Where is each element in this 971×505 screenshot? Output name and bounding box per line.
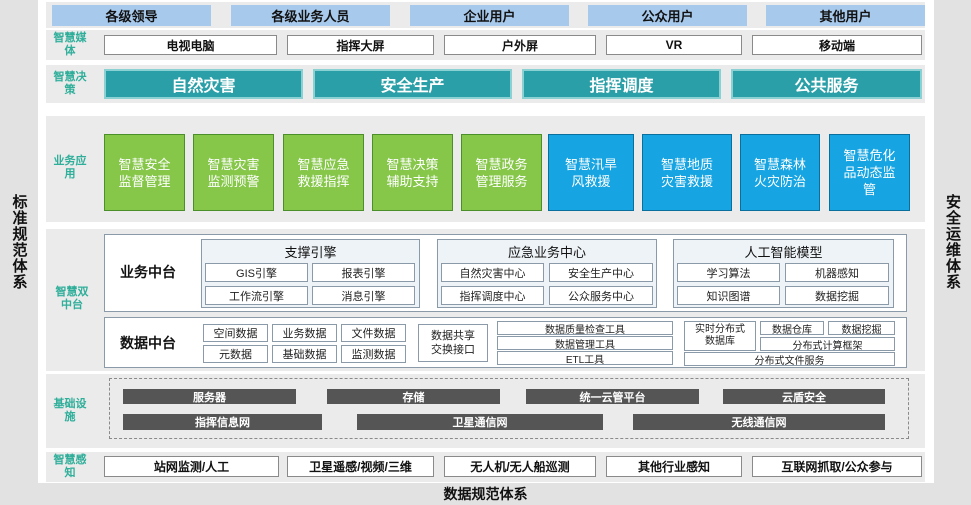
- monitoring-data[interactable]: 监测数据: [341, 345, 406, 363]
- basic-data[interactable]: 基础数据: [272, 345, 337, 363]
- app-disaster-warning[interactable]: 智慧灾害监测预警: [193, 134, 274, 211]
- public-service-center[interactable]: 公众服务中心: [549, 286, 653, 305]
- distributed-file-service[interactable]: 分布式文件服务: [684, 352, 895, 367]
- media-outdoor-screen[interactable]: 户外屏: [444, 35, 596, 55]
- learning-algorithm[interactable]: 学习算法: [677, 263, 780, 282]
- report-engine[interactable]: 报表引擎: [312, 263, 415, 282]
- app-decision-support[interactable]: 智慧决策辅助支持: [372, 134, 453, 211]
- perception-internet-public[interactable]: 互联网抓取/公众参与: [752, 456, 922, 477]
- infra-band: [46, 374, 925, 448]
- app-government-service[interactable]: 智慧政务管理服务: [461, 134, 542, 211]
- gis-engine[interactable]: GIS引擎: [205, 263, 308, 282]
- workflow-engine[interactable]: 工作流引擎: [205, 286, 308, 305]
- infra-dashed-frame: [109, 378, 909, 439]
- infra-wireless-network[interactable]: 无线通信网: [633, 414, 885, 430]
- user-other[interactable]: 其他用户: [766, 5, 925, 26]
- infra-label: 基础设施: [53, 398, 87, 423]
- user-staff[interactable]: 各级业务人员: [231, 5, 390, 26]
- machine-perception[interactable]: 机器感知: [785, 263, 889, 282]
- decision-command-dispatch[interactable]: 指挥调度: [522, 69, 721, 99]
- app-safety-supervision[interactable]: 智慧安全监督管理: [104, 134, 185, 211]
- natural-disaster-center[interactable]: 自然灾害中心: [441, 263, 544, 282]
- media-tv-pc[interactable]: 电视电脑: [104, 35, 277, 55]
- standards-system-side: 标准规范体系: [0, 0, 38, 483]
- app-forest-fire[interactable]: 智慧森林火灾防治: [740, 134, 820, 211]
- app-hazardous-chemicals[interactable]: 智慧危化品动态监管: [829, 134, 910, 211]
- data-standards-bar: 数据规范体系: [0, 483, 971, 505]
- infra-cloud-shield[interactable]: 云盾安全: [723, 389, 885, 404]
- emergency-center-title: 应急业务中心: [507, 244, 586, 260]
- security-ops-side: 安全运维体系: [934, 0, 971, 483]
- media-vr[interactable]: VR: [606, 35, 742, 55]
- media-label: 智慧媒体: [53, 32, 87, 57]
- infra-server[interactable]: 服务器: [123, 389, 296, 404]
- data-platform-title: 数据中台: [120, 335, 176, 351]
- dual-label: 智慧双中台: [55, 286, 89, 311]
- knowledge-graph[interactable]: 知识图谱: [677, 286, 780, 305]
- data-sharing-interface[interactable]: 数据共享交换接口: [418, 324, 488, 362]
- etl-tool[interactable]: ETL工具: [497, 351, 673, 366]
- media-mobile[interactable]: 移动端: [752, 35, 922, 55]
- app-flood-drought-rescue[interactable]: 智慧汛旱风救援: [548, 134, 634, 211]
- infra-storage[interactable]: 存储: [327, 389, 500, 404]
- decision-public-service[interactable]: 公共服务: [731, 69, 922, 99]
- user-enterprise[interactable]: 企业用户: [410, 5, 569, 26]
- user-public[interactable]: 公众用户: [588, 5, 747, 26]
- file-data[interactable]: 文件数据: [341, 324, 406, 342]
- data-mining-ai[interactable]: 数据挖掘: [785, 286, 889, 305]
- metadata[interactable]: 元数据: [203, 345, 268, 363]
- perception-other-industry[interactable]: 其他行业感知: [606, 456, 742, 477]
- ai-model-title: 人工智能模型: [744, 244, 823, 260]
- distributed-compute-framework[interactable]: 分布式计算框架: [760, 337, 895, 352]
- app-rescue-command[interactable]: 智慧应急救援指挥: [283, 134, 364, 211]
- support-engine-title: 支撑引擎: [284, 244, 337, 260]
- decision-safety-production[interactable]: 安全生产: [313, 69, 512, 99]
- decision-label: 智慧决策: [53, 71, 87, 96]
- infra-command-network[interactable]: 指挥信息网: [123, 414, 322, 430]
- app-geological-rescue[interactable]: 智慧地质灾害救援: [642, 134, 732, 211]
- user-leaders[interactable]: 各级领导: [52, 5, 211, 26]
- business-data[interactable]: 业务数据: [272, 324, 337, 342]
- data-warehouse[interactable]: 数据仓库: [760, 321, 824, 336]
- data-management-tool[interactable]: 数据管理工具: [497, 336, 673, 351]
- media-command-screen[interactable]: 指挥大屏: [287, 35, 434, 55]
- safety-production-center[interactable]: 安全生产中心: [549, 263, 653, 282]
- data-mining[interactable]: 数据挖掘: [828, 321, 895, 336]
- data-quality-tool[interactable]: 数据质量检查工具: [497, 321, 673, 336]
- perception-drone-patrol[interactable]: 无人机/无人船巡测: [444, 456, 596, 477]
- perception-satellite-video-3d[interactable]: 卫星遥感/视频/三维: [287, 456, 434, 477]
- perception-station-manual[interactable]: 站网监测/人工: [104, 456, 279, 477]
- message-engine[interactable]: 消息引擎: [312, 286, 415, 305]
- realtime-distributed-db[interactable]: 实时分布式数据库: [684, 321, 756, 351]
- perception-label: 智慧感知: [53, 454, 87, 479]
- spatial-data[interactable]: 空间数据: [203, 324, 268, 342]
- apps-label: 业务应用: [53, 155, 87, 180]
- command-dispatch-center[interactable]: 指挥调度中心: [441, 286, 544, 305]
- infra-satellite-network[interactable]: 卫星通信网: [357, 414, 603, 430]
- business-platform-title: 业务中台: [120, 264, 176, 280]
- infra-cloud-management[interactable]: 统一云管平台: [526, 389, 699, 404]
- decision-natural-disaster[interactable]: 自然灾害: [104, 69, 303, 99]
